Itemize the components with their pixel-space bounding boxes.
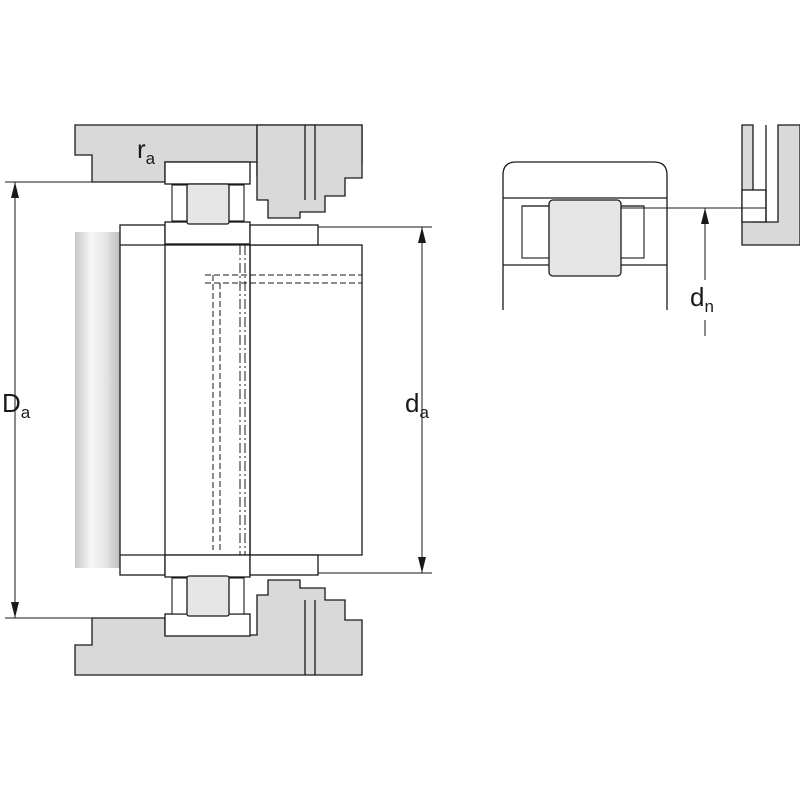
detail-housing-section — [741, 124, 800, 246]
housing-top — [74, 124, 363, 219]
dimension-Da — [5, 181, 92, 619]
oil-passage — [205, 245, 362, 555]
dimension-da — [318, 226, 432, 574]
detail-bearing — [502, 161, 668, 310]
dimension-dn — [621, 207, 766, 336]
bearing-upper — [164, 161, 319, 246]
bearing-lower — [164, 554, 319, 637]
label-da: da — [405, 388, 429, 422]
label-Da: Da — [2, 388, 31, 422]
label-dn: dn — [690, 282, 714, 316]
label-ra: ra — [137, 134, 156, 168]
shaft — [75, 224, 363, 576]
